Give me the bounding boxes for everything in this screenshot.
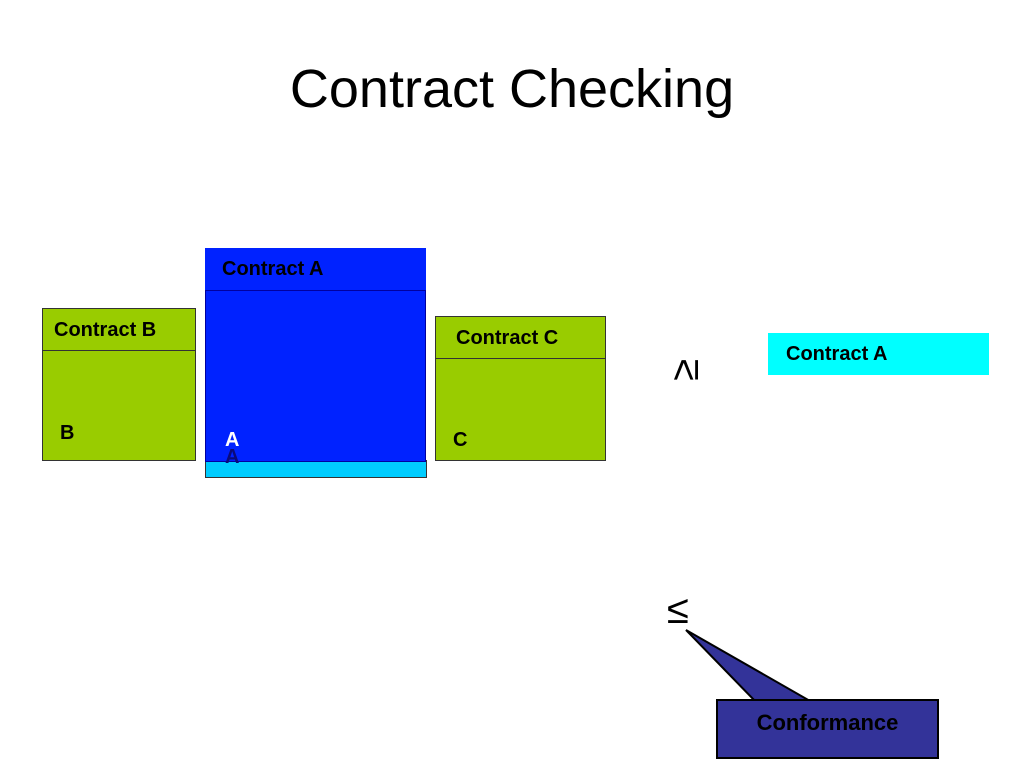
contract-b-label: B (60, 422, 75, 444)
conformance-label: Conformance (756, 710, 899, 735)
contract-c-divider (435, 358, 606, 359)
callout-tail (685, 629, 814, 702)
slide-title: Contract Checking (289, 59, 735, 119)
contract-b-box: Contract B B (42, 308, 196, 461)
contract-a-label: A (225, 429, 240, 451)
contract-a-right-label: Contract A (786, 343, 888, 365)
contract-a-header: Contract A (205, 248, 426, 290)
conformance-callout: Conformance (716, 699, 939, 759)
contract-a-sub-label: A (225, 446, 240, 468)
contract-a-right-box: Contract A (768, 333, 989, 375)
contract-b-header-label: Contract B (54, 319, 157, 341)
contract-c-label: C (453, 429, 468, 451)
contract-a-body: A (205, 290, 426, 462)
leq-symbol-bottom: ≤ (667, 588, 689, 632)
contract-c-header-label: Contract C (456, 327, 559, 349)
contract-c-box: Contract C C (435, 316, 606, 461)
contract-a-header-label: Contract A (222, 258, 324, 280)
contract-b-divider (42, 350, 196, 351)
